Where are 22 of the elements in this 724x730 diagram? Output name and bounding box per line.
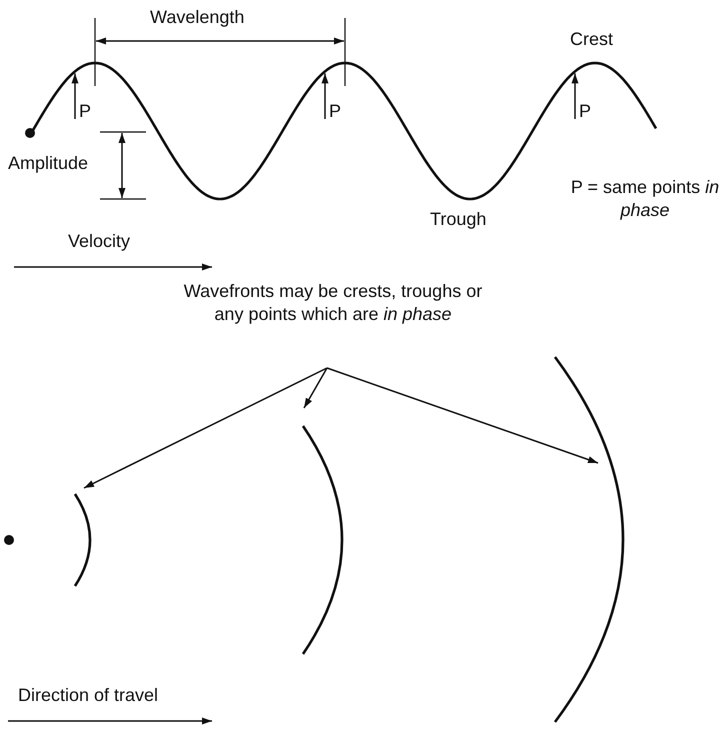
point-label: P	[329, 100, 342, 124]
leader-arrow	[326, 367, 598, 464]
leader-arrow	[322, 73, 328, 119]
wave-origin-dot	[25, 128, 35, 138]
leader-arrow	[84, 367, 328, 489]
dimension-label: Wavelength	[150, 6, 244, 29]
dimension-label: Amplitude	[8, 152, 88, 175]
leader-arrow	[572, 73, 578, 119]
note-text: P = same points in phase	[570, 176, 720, 222]
callout-text: Wavefronts may be crests, troughs or any points which are in phase	[183, 280, 483, 327]
part-label: Trough	[430, 208, 486, 231]
wavefront-arc	[73, 493, 92, 587]
source-dot	[4, 535, 14, 545]
wavefront-arc	[553, 356, 625, 723]
leader-arrow	[303, 368, 328, 408]
direction-label: Velocity	[68, 230, 130, 253]
point-label: P	[79, 100, 92, 124]
point-label: P	[579, 100, 592, 124]
leader-arrow	[72, 73, 78, 119]
direction-label: Direction of travel	[18, 684, 158, 707]
part-label: Crest	[570, 28, 614, 51]
wavefront-arc	[301, 425, 344, 655]
